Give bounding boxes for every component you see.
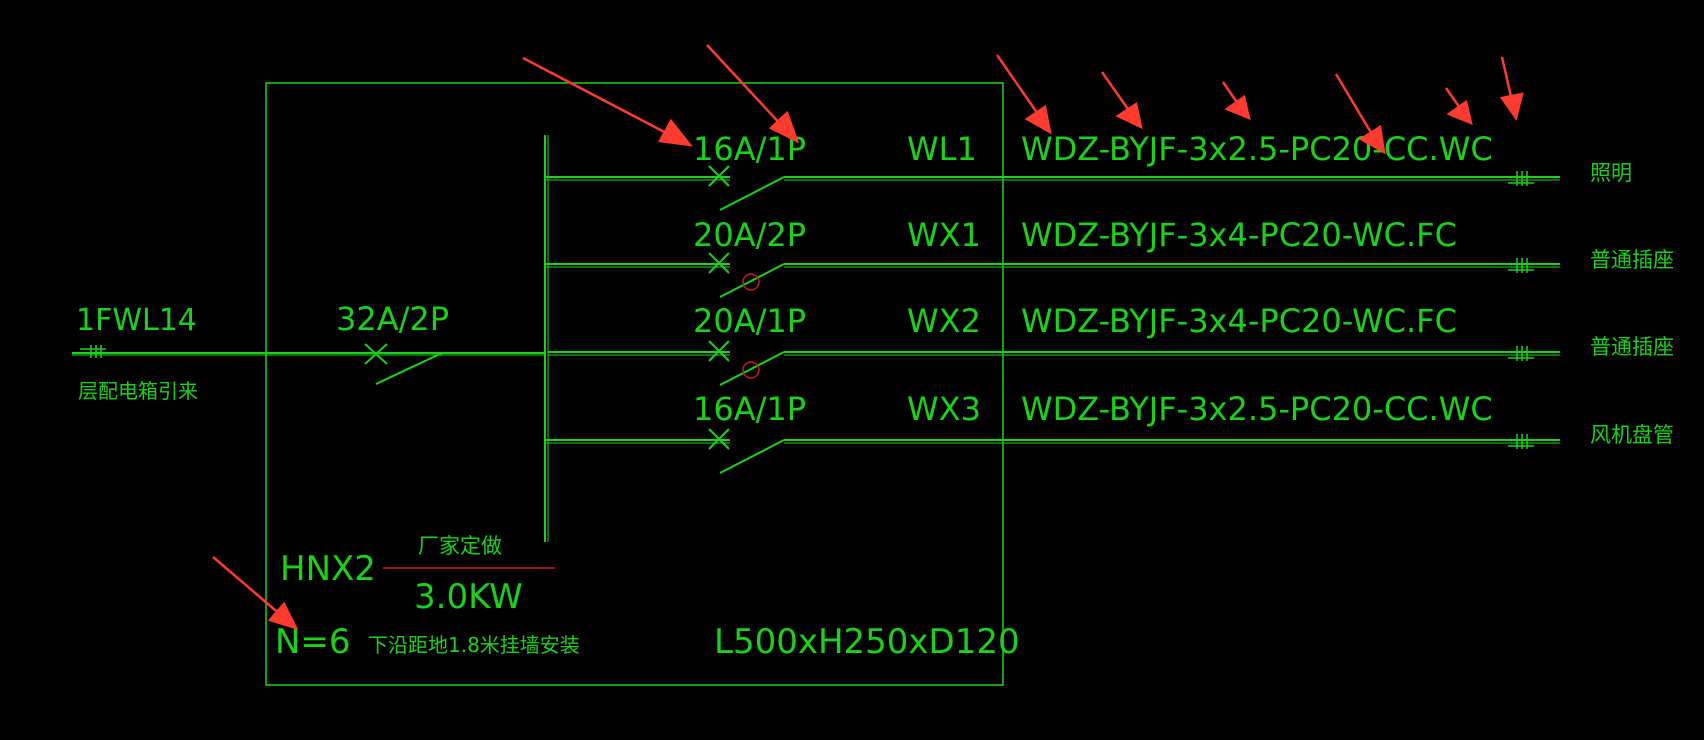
feeder-id: 1FWL14 bbox=[76, 303, 197, 338]
branch-cable-spec: WDZ-BYJF-3x2.5-PC20-CC.WC bbox=[1021, 130, 1493, 168]
branch-cable-spec: WDZ-BYJF-3x4-PC20-WC.FC bbox=[1021, 302, 1457, 340]
annotation-arrows bbox=[212, 44, 1524, 631]
branch-circuit: 20A/1P WX2 WDZ-BYJF-3x4-PC20-WC.FC 普通插座 bbox=[548, 302, 1674, 386]
branch-load-name: 照明 bbox=[1590, 161, 1632, 185]
annotation-arrow-icon bbox=[1499, 56, 1524, 121]
annotation-arrow-icon bbox=[1221, 81, 1251, 121]
branch-breaker-symbol bbox=[708, 165, 785, 211]
panel-dimensions: L500xH250xD120 bbox=[714, 622, 1020, 662]
branch-conductor-ticks bbox=[1508, 258, 1534, 273]
panel-install-note: 下沿距地1.8米挂墙安装 bbox=[368, 633, 580, 657]
branch-cable-spec: WDZ-BYJF-3x2.5-PC20-CC.WC bbox=[1021, 390, 1493, 428]
branch-circuit-id: WX1 bbox=[907, 216, 981, 254]
branch-circuit: 20A/2P WX1 WDZ-BYJF-3x4-PC20-WC.FC 普通插座 bbox=[545, 216, 1674, 298]
main-breaker-rating: 32A/2P bbox=[336, 300, 449, 338]
branch-breaker-symbol bbox=[708, 428, 785, 474]
rcd-indicator-icon bbox=[742, 361, 760, 379]
panel-power: 3.0KW bbox=[414, 577, 523, 617]
annotation-arrow-icon bbox=[1444, 87, 1473, 126]
annotation-arrow-icon bbox=[522, 56, 693, 147]
branch-circuit-id: WX3 bbox=[907, 390, 981, 428]
annotation-arrow-icon bbox=[1100, 71, 1143, 130]
incoming-conductor-ticks bbox=[80, 345, 106, 358]
branch-breaker-rating: 20A/1P bbox=[693, 302, 806, 340]
main-breaker-symbol bbox=[364, 343, 443, 385]
annotation-arrow-icon bbox=[1334, 73, 1386, 155]
branch-load-name: 风机盘管 bbox=[1590, 423, 1674, 447]
rcd-indicator-icon bbox=[742, 273, 760, 291]
branch-breaker-symbol bbox=[708, 340, 785, 386]
branch-circuit: 16A/1P WL1 WDZ-BYJF-3x2.5-PC20-CC.WC 照明 bbox=[545, 130, 1632, 211]
annotation-arrow-icon bbox=[212, 556, 299, 631]
branch-breaker-rating: 16A/1P bbox=[693, 390, 806, 428]
branch-circuit: 16A/1P WX3 WDZ-BYJF-3x2.5-PC20-CC.WC 风机盘… bbox=[545, 390, 1674, 474]
panel-name: HNX2 bbox=[280, 549, 376, 589]
annotation-arrow-icon bbox=[995, 54, 1052, 135]
branch-conductor-ticks bbox=[1508, 434, 1534, 449]
branch-circuit-id: WL1 bbox=[907, 130, 977, 168]
panel-enclosure bbox=[265, 82, 1004, 686]
panel-count: N=6 bbox=[275, 622, 351, 662]
branch-breaker-symbol bbox=[708, 252, 785, 298]
annotation-arrow-icon bbox=[706, 44, 800, 144]
panel-supplier-note: 厂家定做 bbox=[418, 534, 502, 558]
incoming-source-note: 层配电箱引来 bbox=[78, 379, 198, 403]
branch-conductor-ticks bbox=[1508, 346, 1534, 361]
branch-load-name: 普通插座 bbox=[1590, 248, 1674, 272]
branch-circuit-id: WX2 bbox=[907, 302, 981, 340]
branch-cable-spec: WDZ-BYJF-3x4-PC20-WC.FC bbox=[1021, 216, 1457, 254]
branch-conductor-ticks bbox=[1508, 171, 1534, 186]
branch-load-name: 普通插座 bbox=[1590, 335, 1674, 359]
branch-breaker-rating: 20A/2P bbox=[693, 216, 806, 254]
